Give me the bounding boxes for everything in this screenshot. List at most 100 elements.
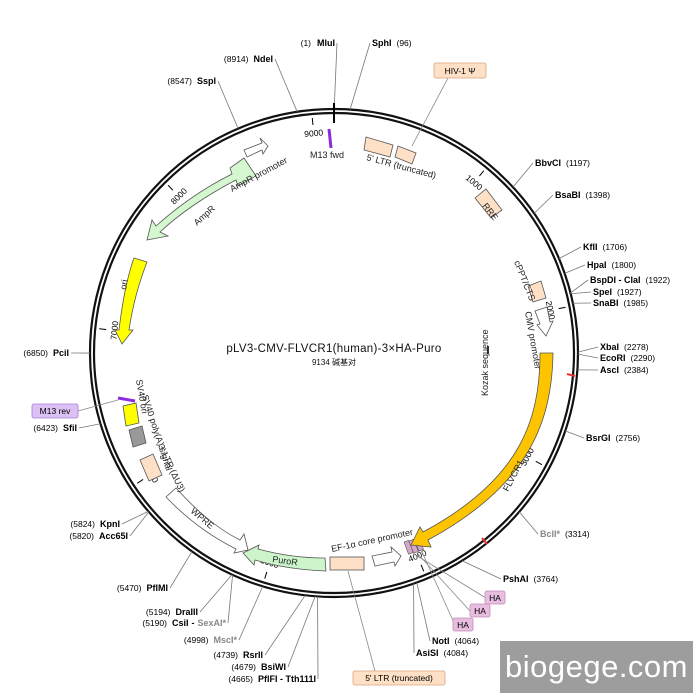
wpre-arrow: [165, 487, 249, 554]
site-draiii: (5194)DraIII: [146, 607, 198, 617]
tick-3000: [535, 460, 543, 466]
site-sspi: (8547)SspI: [167, 76, 216, 86]
leader-bsiwi: [287, 596, 316, 668]
m13-fwd-marker: [327, 128, 333, 149]
site-spei: SpeI(1927): [593, 287, 642, 297]
site-bsabi: BsaBI(1398): [555, 190, 610, 200]
m13-rev-marker: [117, 396, 136, 403]
site-bsrgi: BsrGI(2756): [586, 433, 640, 443]
m13-fwd-label: M13 fwd: [310, 150, 344, 160]
ltr5-top-box: [363, 136, 417, 165]
ha-text-2: HA: [474, 606, 486, 616]
site-kfli: KflI(1706): [583, 242, 627, 252]
ltr3-box: [139, 453, 163, 482]
site-bcli: BclI*(3314): [540, 529, 590, 539]
site-asci: AscI(2384): [600, 365, 649, 375]
leader-csii: [227, 574, 234, 624]
ha-text-1: HA: [489, 593, 501, 603]
puror-arrow: [242, 544, 327, 572]
site-labels: (1)MluI SphI(96) BbvCI(1197) BsaBI(1398)…: [23, 38, 670, 684]
tick-5000: [264, 571, 268, 579]
site-pflmi: (5470)PflMI: [117, 583, 168, 593]
ltr5-bottom-box: [329, 556, 365, 571]
site-pflfi-tth111i: (4665)PflFI - Tth111I: [228, 674, 316, 684]
site-hpai: HpaI(1800): [587, 260, 636, 270]
tick-9000: [311, 117, 314, 126]
tick-1000: [479, 170, 485, 177]
site-acc65i: (5820)Acc65I: [69, 531, 128, 541]
site-xbai: XbaI(2278): [600, 342, 649, 352]
leader-bspdi-clai: [570, 279, 589, 294]
site-csii-sexai: (5190)CsiI-SexAI*: [142, 618, 226, 628]
leader-sphi: [349, 42, 371, 110]
rre-box: [474, 188, 503, 219]
site-sphi: SphI(96): [372, 38, 412, 48]
ef1a-arrow: [371, 545, 402, 568]
tick-7000: [99, 328, 107, 330]
tick-4000: [420, 564, 425, 572]
leader-acc65i: [129, 511, 150, 537]
tick-label-7000: 7000: [108, 320, 120, 340]
m13-rev-callout: M13 rev: [31, 399, 119, 419]
leader-xbai: [577, 346, 599, 353]
tick-2000: [558, 306, 566, 310]
hiv-psi-text: HIV-1 Ψ: [445, 66, 476, 76]
site-bspdi-clai: BspDI - ClaI(1922): [590, 275, 670, 285]
ring-marks: [481, 373, 576, 545]
cppt-box: [527, 280, 547, 303]
leader-bsrgi: [565, 430, 585, 439]
leader-bbvci: [512, 162, 534, 188]
leader-bsabi: [533, 194, 554, 214]
leader-kpni: [121, 510, 149, 525]
watermark: biogege.com: [500, 641, 693, 693]
leader-mlui: [333, 42, 338, 110]
leader-sfii: [78, 423, 101, 429]
m13-rev-text: M13 rev: [40, 406, 71, 416]
leader-hpai: [564, 264, 586, 274]
ha-text-3: HA: [457, 620, 469, 630]
site-msci: (4998)MscI*: [184, 635, 238, 645]
tick-label-1000: 1000: [464, 173, 485, 193]
site-ndei: (8914)NdeI: [224, 54, 273, 64]
site-kpni: (5824)KpnI: [70, 519, 120, 529]
site-asisi: AsiSI(4084): [416, 648, 468, 658]
leader-pshai: [461, 560, 502, 580]
ef1a-label: EF-1α core promoter: [330, 527, 413, 554]
site-pcii: (6850)PciI: [23, 348, 69, 358]
leader-bcli-: [518, 511, 539, 535]
leader-sspi: [217, 80, 239, 129]
leader-msci-: [238, 586, 264, 641]
site-leader-lines: [70, 42, 599, 680]
leader-pflmi: [169, 551, 193, 589]
site-mlui: (1)MluI: [301, 38, 335, 48]
tick-6000: [136, 479, 144, 484]
site-snabi: SnaBI(1985): [593, 298, 648, 308]
leader-ndei: [274, 58, 298, 112]
ltr5-bottom-callout: 5' LTR (truncated): [347, 570, 446, 686]
puror-label: PuroR: [272, 554, 299, 568]
ampr-arrow: [146, 157, 257, 241]
site-ecori: EcoRI(2290): [600, 353, 655, 363]
ori-label: ori: [118, 279, 130, 291]
tick-label-9000: 9000: [304, 127, 324, 139]
ampr-promoter-arrow: [243, 137, 269, 158]
leader-noti: [416, 582, 431, 642]
ampr-label: AmpR: [192, 203, 218, 227]
tick-8000: [167, 184, 174, 191]
ha-callouts: HA HA HA: [413, 551, 506, 632]
hiv-psi-callout: HIV-1 Ψ: [411, 62, 487, 147]
cmv-arrow: [534, 306, 554, 337]
cppt-label: cPPT/CTS: [512, 259, 537, 302]
plasmid-length: 9134 碱基对: [312, 357, 356, 367]
sv40-ori-box: [122, 402, 140, 427]
site-bbvci: BbvCI(1197): [535, 158, 590, 168]
ltr5-bottom-text: 5' LTR (truncated): [365, 673, 433, 683]
kozak-label: Kozak sequence: [480, 329, 490, 396]
leader-draiii: [199, 574, 233, 613]
sv40-polya-box: [128, 425, 147, 448]
site-noti: NotI(4064): [432, 636, 479, 646]
leader-spei: [570, 291, 592, 295]
plasmid-title: pLV3-CMV-FLVCR1(human)-3×HA-Puro: [226, 343, 441, 355]
flvcr1-arrow: [410, 352, 554, 548]
